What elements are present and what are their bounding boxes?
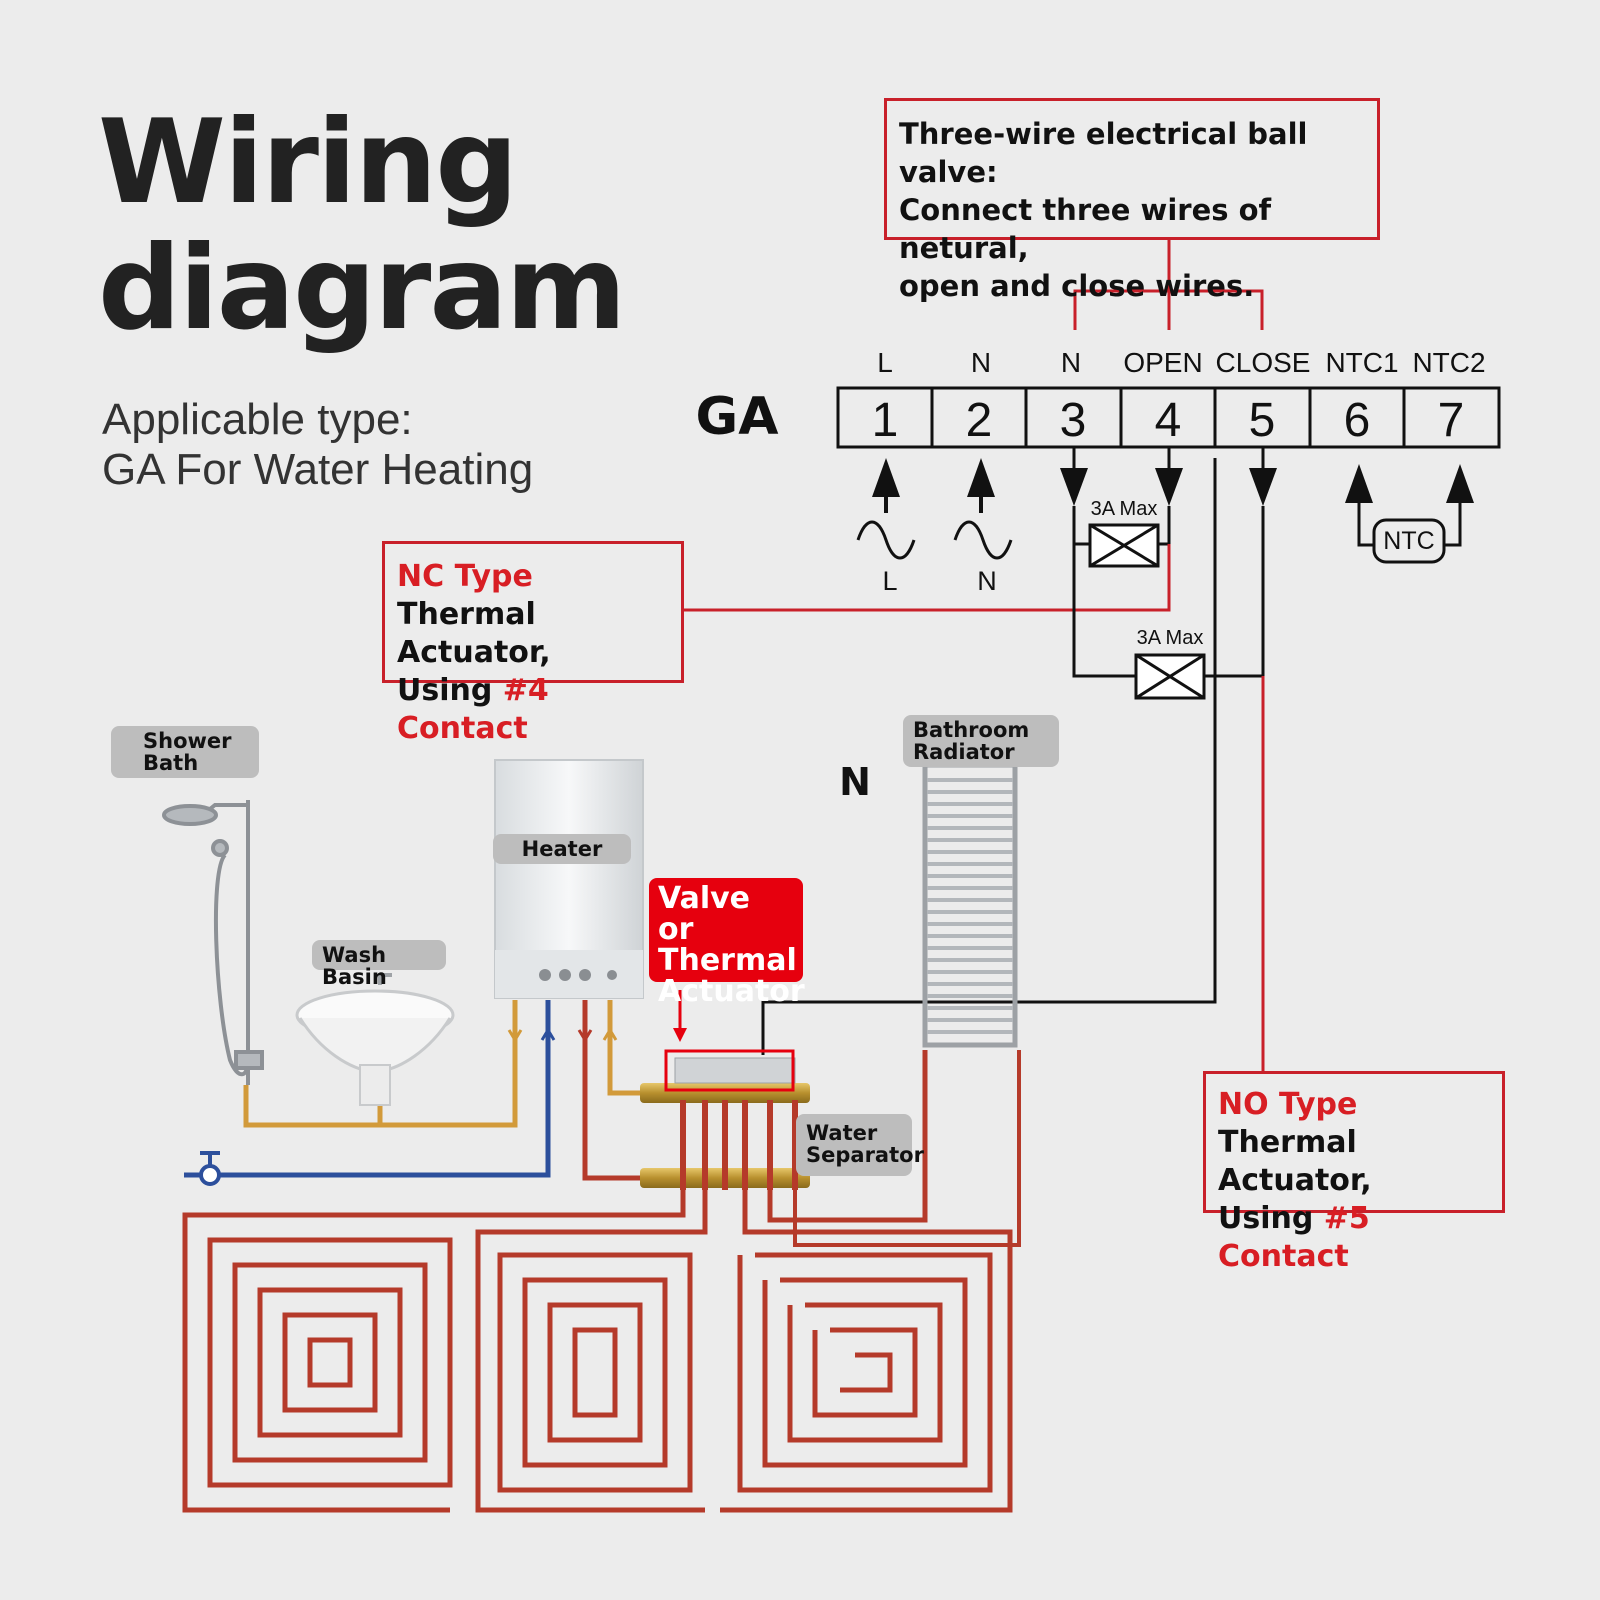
nc-note-type: NC Type [397, 559, 533, 594]
no-note-line-3: Using #5 Contact [1218, 1200, 1490, 1276]
ntc-label: NTC [1383, 527, 1434, 555]
actuator-bottom-icon [1134, 653, 1206, 700]
wash-basin-label: Wash Basin [312, 940, 446, 988]
nc-note-prefix: Using [397, 673, 503, 708]
arrow-down-icon [507, 1029, 523, 1043]
nc-note: NC Type Thermal Actuator, Using #4 Conta… [382, 541, 684, 746]
ntc-sensor: NTC [1345, 464, 1474, 564]
ball-valve-note-line-2: Connect three wires of netural, [899, 193, 1272, 265]
title-line-2: diagram [98, 221, 626, 356]
device-label: GA [696, 387, 779, 447]
terminal-5-number: 5 [1249, 394, 1276, 447]
terminal-7-label: NTC2 [1412, 347, 1485, 378]
title-line-1: Wiring [98, 95, 518, 230]
water-separator-label: Water Separator [796, 1114, 924, 1176]
arrow-up-icon [602, 1027, 618, 1041]
shower-label-line-2: Bath [143, 751, 199, 775]
ntc-icon [1372, 518, 1446, 564]
arrow-down-icon [673, 1028, 687, 1042]
terminal-1-number: 1 [872, 394, 899, 447]
shower-icon [162, 800, 264, 1085]
max-label-bottom: 3A Max [1137, 627, 1204, 649]
water-separator-icon [640, 990, 810, 1190]
nc-note-line-3: Using #4 Contact [397, 672, 669, 748]
separator-label-line-2: Separator [806, 1143, 924, 1167]
max-label-top: 3A Max [1091, 498, 1158, 520]
no-note-contact: #5 Contact [1218, 1201, 1370, 1274]
terminal-2-label: N [971, 347, 991, 378]
wash-basin-icon [295, 973, 455, 1106]
arrow-up-icon [967, 458, 995, 497]
arrow-up-icon [1345, 464, 1373, 503]
valve-label-line-3: Actuator [658, 974, 805, 1009]
arrow-down-icon [1249, 468, 1277, 506]
actuator-top-icon [1088, 523, 1160, 568]
shower-bath-label: Shower Bath [111, 726, 259, 778]
terminal-block: 1 2 3 4 5 6 7 L N N OPEN CLOSE NTC1 NTC2 [836, 347, 1501, 449]
ac-wave-icon [856, 520, 916, 560]
heater-icon [494, 759, 644, 999]
ball-valve-note: Three-wire electrical ball valve: Connec… [884, 98, 1380, 303]
heater-label: Heater [493, 834, 631, 864]
terminal-5-label: CLOSE [1216, 347, 1311, 378]
shower-label-line-1: Shower [143, 729, 232, 753]
arrow-down-icon [577, 1029, 593, 1043]
radiator-label-line-2: Radiator [913, 740, 1015, 764]
neutral-mark: N [839, 760, 871, 804]
applicable-type-value: GA For Water Heating [102, 445, 534, 494]
arrow-down-icon [1060, 468, 1088, 506]
terminal-3-number: 3 [1060, 394, 1087, 447]
terminal-3-label: N [1061, 347, 1081, 378]
applicable-type-label: Applicable type: [102, 395, 413, 444]
terminal-4-label: OPEN [1123, 347, 1202, 378]
valve-label-line-2: Thermal [658, 943, 797, 978]
page-title: Wiring diagram [98, 95, 626, 356]
valve-highlight-box [664, 1049, 795, 1092]
terminal-1-label: L [877, 347, 893, 378]
heater-label-text: Heater [521, 837, 603, 861]
terminal-7-number: 7 [1438, 394, 1465, 447]
arrow-up-icon [872, 458, 900, 497]
heater-pipes [210, 1000, 640, 1181]
ball-valve-note-line-1: Three-wire electrical ball valve: [899, 117, 1308, 189]
nc-note-line-2: Thermal Actuator, [397, 597, 551, 670]
no-note-type: NO Type [1218, 1087, 1358, 1122]
nc-connector [684, 544, 1171, 612]
nc-note-contact: #4 Contact [397, 673, 549, 746]
no-note-line-2: Thermal Actuator, [1218, 1125, 1372, 1198]
radiator-label: Bathroom Radiator [903, 715, 1059, 767]
valve-actuator-label: Valve or Thermal Actuator [649, 878, 805, 1007]
valve-label-line-1: Valve or [658, 881, 751, 947]
terminal-2-number: 2 [966, 394, 993, 447]
ball-valve-note-line-3: open and close wires. [899, 269, 1255, 303]
valve-wire [761, 458, 1217, 1055]
radiator-label-line-1: Bathroom [913, 718, 1030, 742]
terminal-6-number: 6 [1344, 394, 1371, 447]
supply-n-label: N [977, 566, 997, 596]
wash-basin-label-text: Wash Basin [322, 943, 387, 989]
floor-heating-loops [182, 1050, 1021, 1513]
no-note: NO Type Thermal Actuator, Using #5 Conta… [1203, 1071, 1505, 1274]
terminal-4-number: 4 [1155, 394, 1182, 447]
output-wiring: 3A Max 3A Max [684, 447, 1277, 1071]
applicable-type: Applicable type: GA For Water Heating [102, 395, 533, 495]
supply-l-label: L [882, 566, 897, 596]
separator-label-line-1: Water [806, 1121, 878, 1145]
water-inlet-valve-icon [184, 1151, 221, 1186]
no-note-prefix: Using [1218, 1201, 1324, 1236]
flow-arrows [507, 1027, 618, 1043]
arrow-up-icon [540, 1027, 556, 1041]
arrow-up-icon [1446, 464, 1474, 503]
ball-valve-connector [1073, 240, 1264, 330]
terminal-6-label: NTC1 [1325, 347, 1398, 378]
supply-inputs: L N [856, 458, 1013, 596]
ac-wave-icon [953, 520, 1013, 560]
arrow-down-icon [1155, 468, 1183, 506]
